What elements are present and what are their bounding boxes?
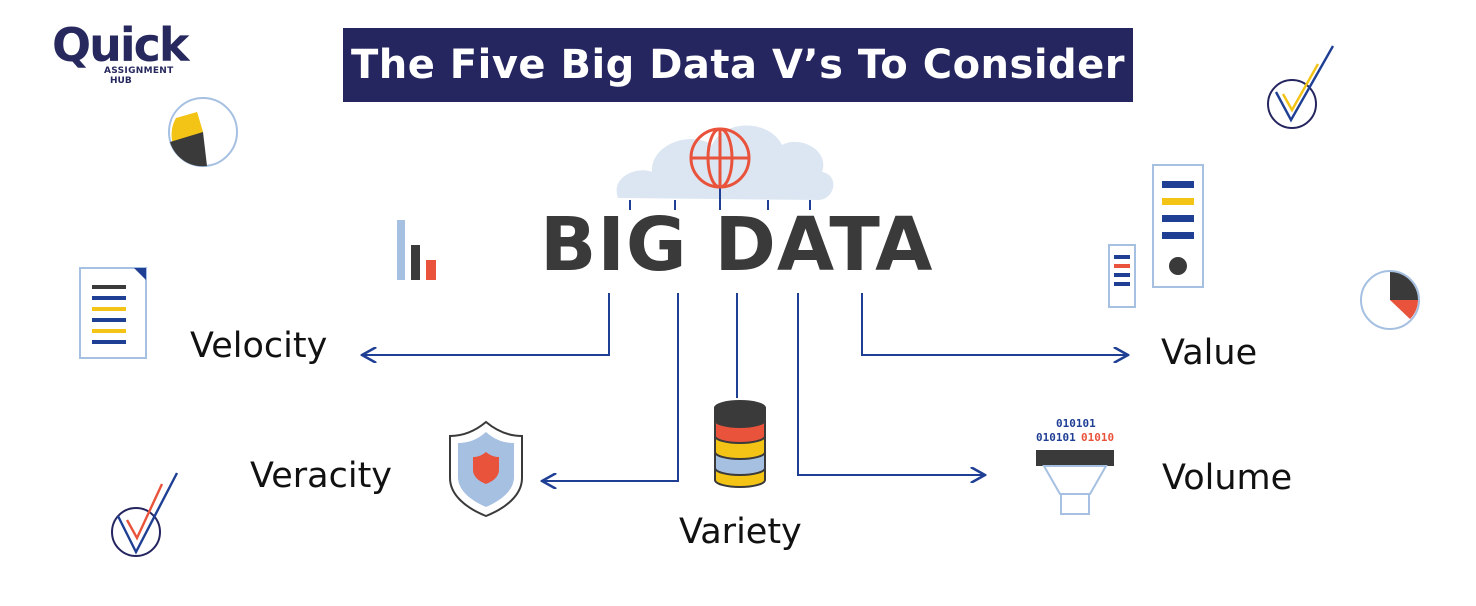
label-veracity: Veracity (250, 456, 392, 496)
database-icon (714, 400, 766, 488)
server-icon (1152, 164, 1204, 288)
funnel-icon (1036, 450, 1114, 515)
logo-wordmark: Quick (52, 18, 189, 72)
page-title: The Five Big Data V’s To Consider (350, 42, 1126, 88)
globe-icon (689, 127, 751, 210)
binary-right: 01010 (1081, 431, 1115, 444)
connector-velocity (362, 293, 610, 355)
logo-subtitle-hub: HUB (110, 76, 132, 86)
connector-volume (797, 293, 985, 475)
label-volume: Volume (1162, 458, 1293, 498)
logo: Quick ASSIGNMENT HUB (52, 22, 202, 92)
pie-chart-icon (168, 97, 238, 167)
checkmark-icon (111, 472, 179, 557)
binary-top: 010101 (1056, 417, 1096, 430)
connector-veracity (542, 293, 679, 481)
label-value: Value (1161, 333, 1258, 373)
logo-subtitle: ASSIGNMENT (104, 66, 174, 76)
document-icon (79, 267, 147, 359)
checkmark-icon (1267, 45, 1335, 129)
shield-icon (449, 420, 523, 518)
label-velocity: Velocity (190, 326, 328, 366)
connector-lines (362, 293, 1128, 481)
connector-value (861, 293, 1128, 355)
bar-chart-icon (397, 220, 436, 280)
center-heading: BIG DATA (540, 202, 934, 288)
server-icon (1108, 244, 1136, 308)
label-variety: Variety (679, 512, 802, 552)
cloud-icon (616, 125, 834, 210)
title-banner: The Five Big Data V’s To Consider (343, 28, 1133, 102)
binary-left: 010101 (1036, 431, 1076, 444)
pie-chart-icon (1360, 270, 1420, 330)
